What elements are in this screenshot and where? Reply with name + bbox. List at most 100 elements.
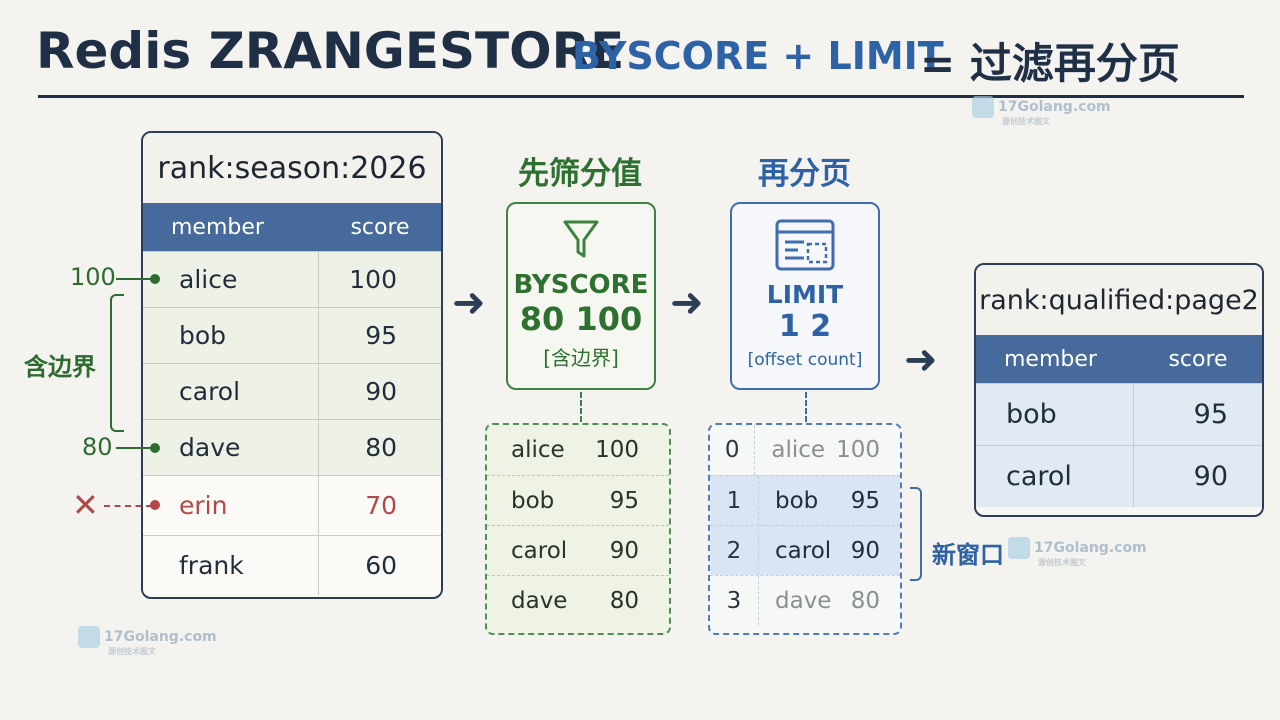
member-cell: bob bbox=[511, 487, 555, 514]
score-cell: 95 bbox=[850, 487, 880, 514]
score-cell: 60 bbox=[365, 551, 397, 580]
filter-values: 80 100 bbox=[519, 300, 643, 338]
filter-result-list: alice 100 bob 95 carol 90 dave 80 bbox=[485, 423, 671, 635]
filter-keyword: BYSCORE bbox=[513, 270, 649, 300]
page-connector bbox=[805, 392, 807, 422]
page-step-box: LIMIT 1 2 [offset count] bbox=[730, 202, 880, 390]
watermark-logo-icon bbox=[972, 96, 994, 118]
table-row: carol 90 bbox=[143, 363, 441, 419]
table-row: bob 95 bbox=[143, 307, 441, 363]
score-cell: 95 bbox=[365, 321, 397, 350]
score-cell: 90 bbox=[609, 537, 639, 564]
member-cell: erin bbox=[143, 476, 319, 535]
index-cell: 1 bbox=[710, 476, 759, 525]
header-member: member bbox=[1004, 346, 1097, 372]
page-values: 1 2 bbox=[778, 309, 832, 344]
upper-bound-line bbox=[116, 278, 152, 280]
result-table-header: member score bbox=[976, 335, 1262, 383]
header-member: member bbox=[171, 214, 264, 240]
title-divider bbox=[38, 95, 1244, 98]
page-title-result: = 过滤再分页 bbox=[920, 39, 1180, 88]
score-cell: 90 bbox=[1193, 461, 1228, 492]
table-row: frank 60 bbox=[143, 535, 441, 595]
page-keyword: LIMIT bbox=[766, 280, 844, 309]
member-cell: alice bbox=[511, 437, 565, 463]
index-cell: 0 bbox=[710, 425, 756, 475]
source-table-header: member score bbox=[143, 203, 441, 251]
filter-step-label: 先筛分值 bbox=[518, 156, 642, 192]
table-row: dave 80 bbox=[143, 419, 441, 475]
watermark: 17Golang.com 源创技术图文 bbox=[78, 626, 217, 657]
window-label: 新窗口 bbox=[932, 541, 1004, 569]
watermark-text: 17Golang.com bbox=[998, 99, 1111, 115]
table-row: bob 95 bbox=[976, 383, 1262, 445]
score-cell: 95 bbox=[1193, 399, 1228, 430]
right-arrow-icon: ➜ bbox=[670, 280, 704, 326]
member-cell: frank bbox=[143, 536, 319, 595]
source-table-title: rank:season:2026 bbox=[143, 133, 441, 203]
member-cell: dave bbox=[511, 587, 568, 614]
list-item-selected: 2 carol 90 bbox=[710, 525, 900, 575]
score-cell: 80 bbox=[365, 433, 397, 462]
filter-note: [含边界] bbox=[543, 346, 619, 370]
right-arrow-icon: ➜ bbox=[452, 280, 486, 326]
watermark-subtext: 源创技术图文 bbox=[1038, 558, 1086, 567]
watermark-subtext: 源创技术图文 bbox=[108, 647, 156, 656]
page-title: Redis ZRANGESTORE bbox=[36, 22, 625, 80]
watermark-subtext: 源创技术图文 bbox=[1002, 117, 1050, 126]
page-subtitle: BYSCORE + LIMIT bbox=[572, 34, 944, 78]
excluded-dot bbox=[150, 500, 160, 510]
page-note: [offset count] bbox=[747, 350, 863, 370]
score-cell: 100 bbox=[836, 437, 880, 463]
lower-bound-dot bbox=[150, 443, 160, 453]
list-item-selected: 1 bob 95 bbox=[710, 475, 900, 525]
header-score: score bbox=[1168, 346, 1228, 372]
index-cell: 2 bbox=[710, 526, 759, 575]
result-table-title: rank:qualified:page2 bbox=[976, 265, 1262, 335]
table-row-excluded: erin 70 bbox=[143, 475, 441, 535]
member-cell: dave bbox=[775, 587, 832, 614]
member-cell: bob bbox=[143, 308, 319, 363]
score-cell: 100 bbox=[595, 437, 639, 463]
member-cell: carol bbox=[511, 537, 568, 564]
cross-icon: ✕ bbox=[72, 486, 99, 524]
member-cell: bob bbox=[775, 487, 819, 514]
filter-connector bbox=[580, 392, 582, 422]
list-item: bob 95 bbox=[487, 475, 669, 525]
page-step-label: 再分页 bbox=[758, 156, 851, 192]
lower-bound-line bbox=[116, 447, 152, 449]
header-score: score bbox=[350, 214, 410, 240]
list-item: 3 dave 80 bbox=[710, 575, 900, 625]
upper-bound-dot bbox=[150, 274, 160, 284]
member-cell: carol bbox=[976, 446, 1134, 507]
result-table: rank:qualified:page2 member score bob 95… bbox=[974, 263, 1264, 517]
member-cell: alice bbox=[771, 437, 826, 463]
watermark: 17Golang.com 源创技术图文 bbox=[1008, 537, 1147, 568]
right-arrow-icon: ➜ bbox=[904, 337, 938, 383]
score-cell: 80 bbox=[609, 587, 639, 614]
score-cell: 80 bbox=[850, 587, 880, 614]
member-cell: carol bbox=[143, 364, 319, 419]
score-cell: 90 bbox=[365, 377, 397, 406]
page-window-list: 0 alice 100 1 bob 95 2 carol 90 3 dave 8… bbox=[708, 423, 902, 635]
list-item: dave 80 bbox=[487, 575, 669, 625]
watermark-text: 17Golang.com bbox=[1034, 540, 1147, 556]
filter-step-box: BYSCORE 80 100 [含边界] bbox=[506, 202, 656, 390]
inclusive-bracket bbox=[110, 294, 124, 432]
table-row: alice 100 bbox=[143, 251, 441, 307]
index-cell: 3 bbox=[710, 576, 759, 625]
watermark-text: 17Golang.com bbox=[104, 629, 217, 645]
source-table: rank:season:2026 member score alice 100 … bbox=[141, 131, 443, 599]
list-item: alice 100 bbox=[487, 425, 669, 475]
score-cell: 100 bbox=[349, 265, 397, 294]
filter-funnel-icon bbox=[563, 220, 599, 258]
list-item: 0 alice 100 bbox=[710, 425, 900, 475]
excluded-line bbox=[104, 505, 152, 507]
member-cell: bob bbox=[976, 384, 1134, 445]
lower-bound-label: 80 bbox=[82, 433, 113, 461]
member-cell: dave bbox=[143, 420, 319, 475]
inclusive-label: 含边界 bbox=[24, 353, 96, 381]
table-row: carol 90 bbox=[976, 445, 1262, 507]
list-item: carol 90 bbox=[487, 525, 669, 575]
watermark-logo-icon bbox=[78, 626, 100, 648]
